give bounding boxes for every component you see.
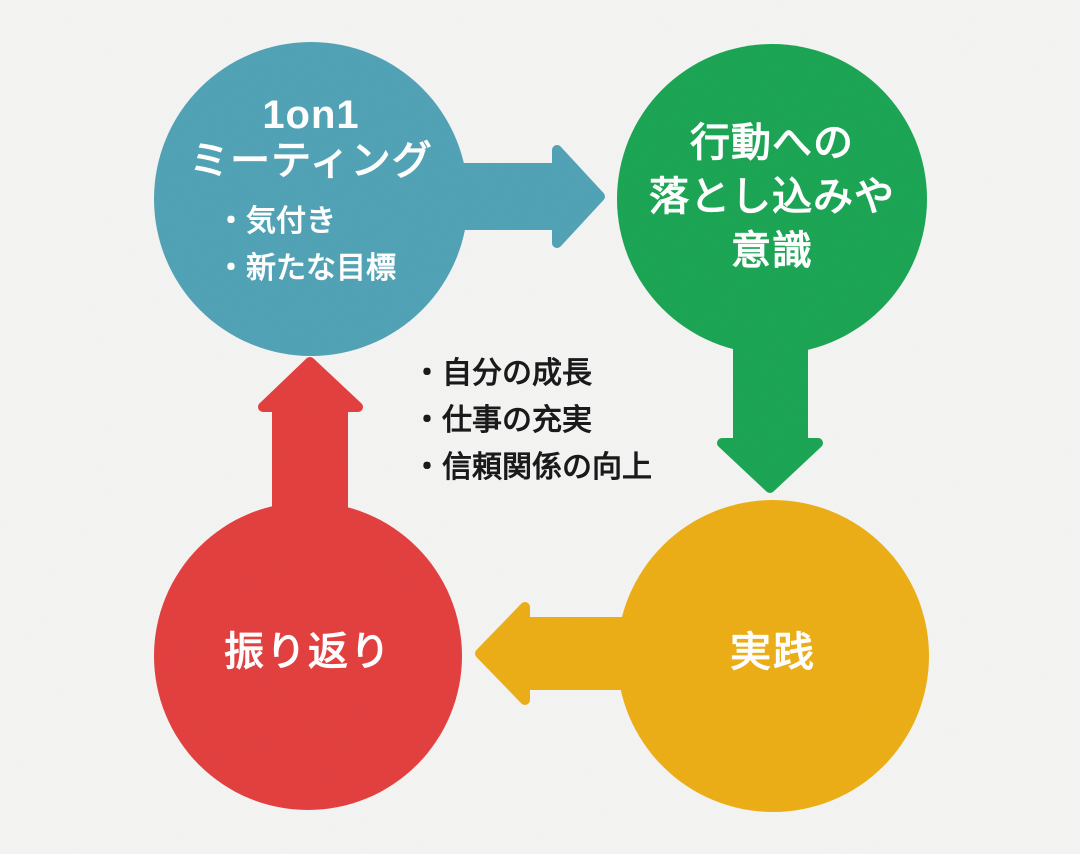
node-meeting-bullet-item: ・気付き [216, 205, 336, 238]
node-meeting-title: 1on1 ミーティング [141, 92, 481, 184]
node-meeting-title-line2: ミーティング [189, 139, 433, 183]
node-practice-title: 実践 [730, 629, 816, 675]
outcome-item: ・信頼関係の向上 [412, 451, 652, 484]
node-action-title-line1: 行動への [690, 121, 854, 165]
node-action-title: 行動への 落とし込みや 意識 [592, 116, 952, 278]
node-meeting-title-line1: 1on1 [262, 93, 360, 137]
node-review-title: 振り返り [224, 630, 392, 674]
outcome-item: ・自分の成長 [412, 357, 592, 390]
node-action-title-line3: 意識 [731, 229, 813, 273]
node-action-title-line2: 落とし込みや [649, 175, 895, 219]
node-meeting-bullet-list: ・気付き ・新たな目標 [216, 198, 476, 292]
outcome-item: ・仕事の充実 [412, 404, 592, 437]
cycle-outcomes-list: ・自分の成長 ・仕事の充実 ・信頼関係の向上 [412, 350, 712, 491]
node-meeting-bullet-item: ・新たな目標 [216, 252, 396, 285]
